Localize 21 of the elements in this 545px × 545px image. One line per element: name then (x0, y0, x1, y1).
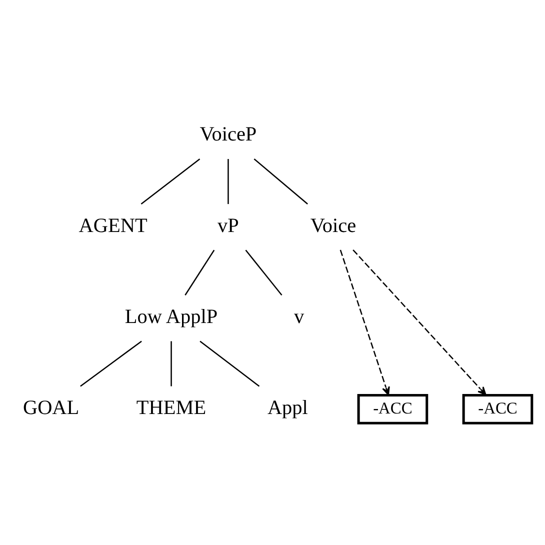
node-text: GOAL (22, 396, 80, 419)
arrow (352, 249, 486, 396)
node-text: v (294, 306, 304, 328)
node-text: Low ApplP (124, 306, 218, 328)
node-text: VoiceP (200, 124, 257, 146)
connector (140, 158, 200, 205)
connector (254, 158, 308, 205)
node-text: THEME (136, 396, 206, 419)
arrow (340, 250, 390, 396)
node-box: -ACC (462, 394, 534, 424)
connector (245, 250, 282, 296)
connector (184, 250, 215, 296)
node-text: AGENT (78, 214, 148, 237)
connector (200, 340, 260, 387)
node-box: -ACC (357, 394, 428, 424)
connector (228, 159, 229, 204)
node-text: vP (218, 214, 239, 237)
connector (170, 341, 172, 386)
connector (80, 340, 142, 387)
node-text: Voice (310, 214, 356, 237)
node-text: Appl (267, 396, 308, 419)
